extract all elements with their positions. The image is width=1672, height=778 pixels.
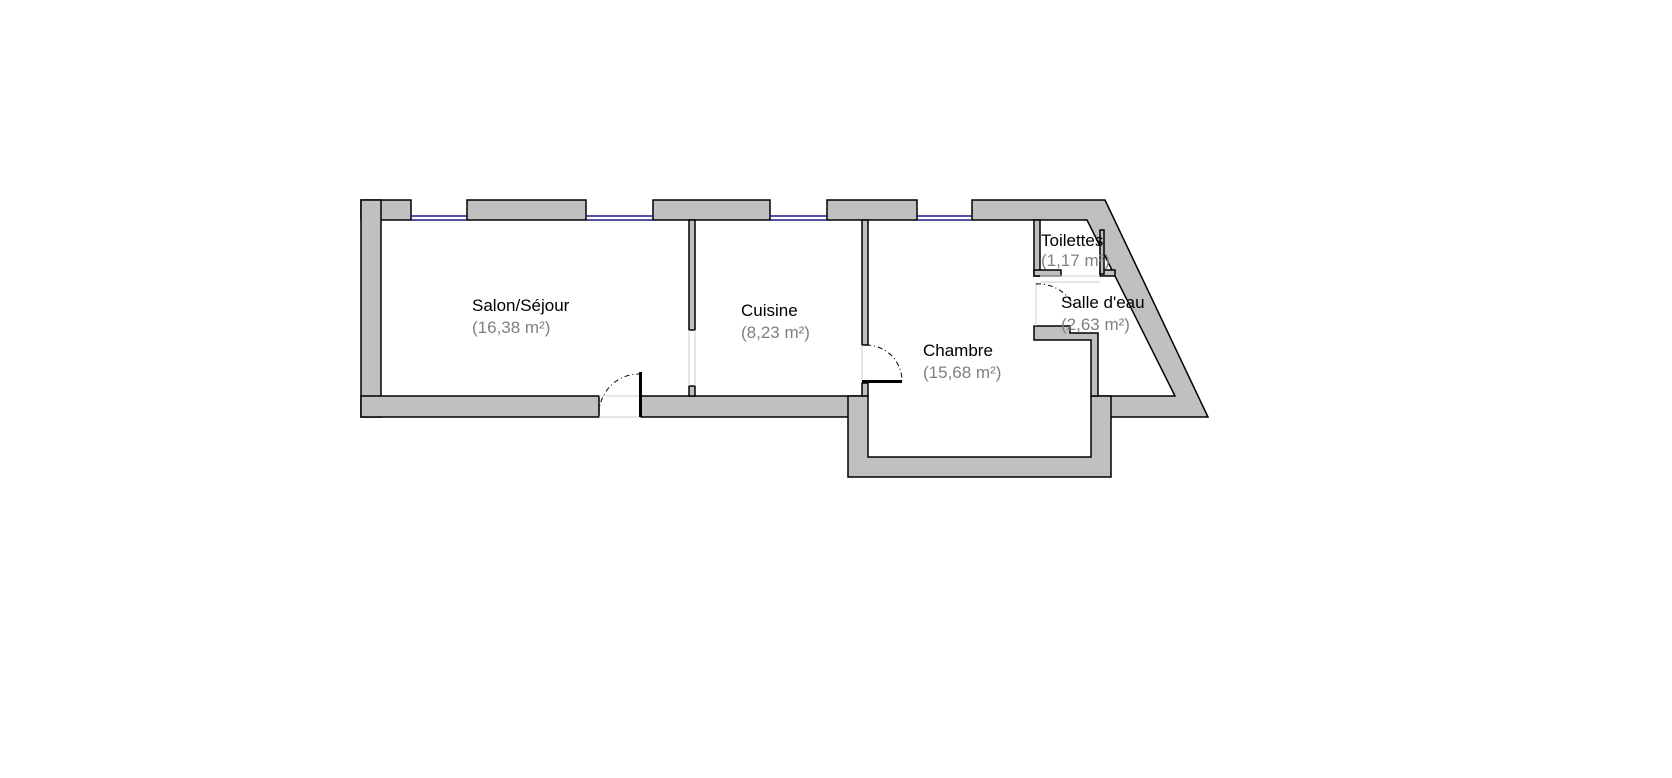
room-chambre: Chambre (15,68 m²) (923, 341, 1001, 382)
room-salon-sejour: Salon/Séjour (16,38 m²) (472, 296, 570, 337)
room-name: Chambre (923, 341, 993, 360)
room-salle-d-eau: Salle d'eau (2,63 m²) (1061, 293, 1145, 334)
room-toilettes: Toilettes (1,17 m²) (1041, 231, 1110, 270)
room-area: (2,63 m²) (1061, 315, 1130, 334)
walls (360, 199, 1210, 478)
room-area: (16,38 m²) (472, 318, 550, 337)
room-area: (15,68 m²) (923, 363, 1001, 382)
room-name: Cuisine (741, 301, 798, 320)
room-name: Salle d'eau (1061, 293, 1145, 312)
room-cuisine: Cuisine (8,23 m²) (741, 301, 810, 342)
room-area: (1,17 m²) (1041, 251, 1110, 270)
room-name: Salon/Séjour (472, 296, 570, 315)
windows (411, 215, 972, 221)
room-name: Toilettes (1041, 231, 1103, 250)
doors[interactable] (598, 275, 1100, 418)
room-area: (8,23 m²) (741, 323, 810, 342)
